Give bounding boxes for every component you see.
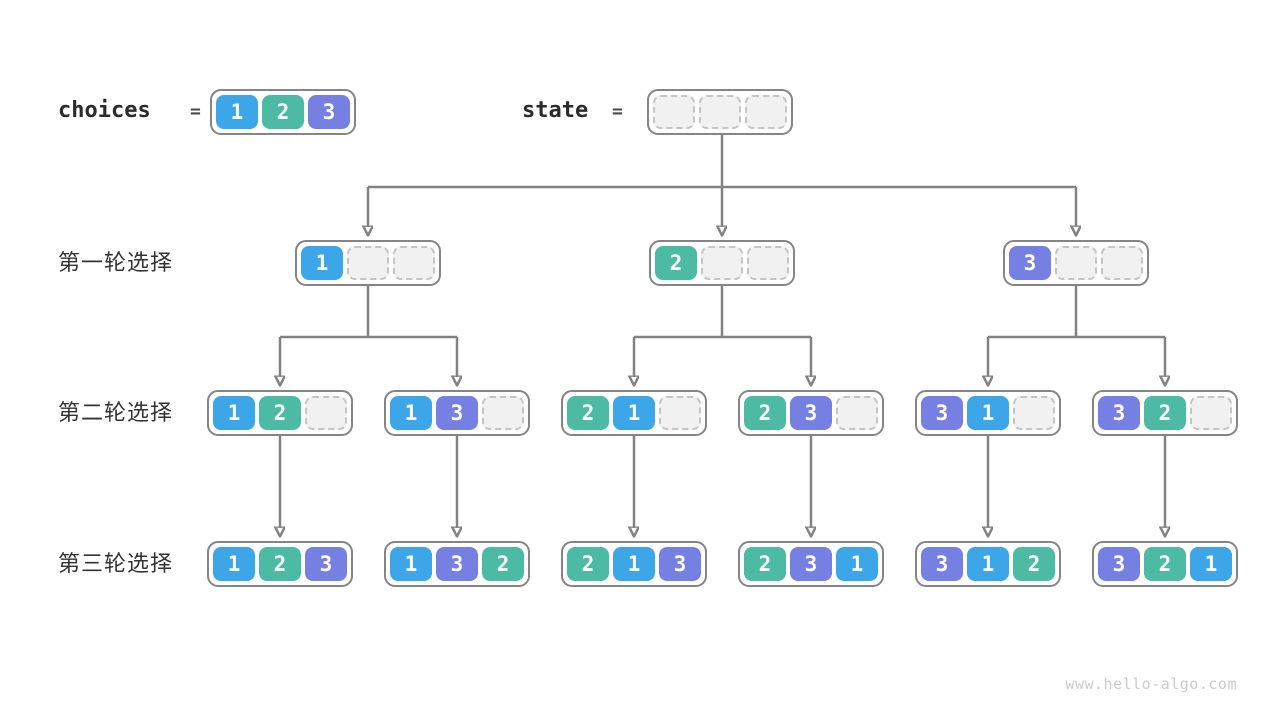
level-2-connectors [280, 286, 1165, 377]
array-cell-empty [1190, 396, 1232, 430]
array-cell-1: 1 [216, 95, 258, 129]
array-cell-empty [659, 396, 701, 430]
array-cell-1: 1 [967, 396, 1009, 430]
array-cell-1: 1 [613, 547, 655, 581]
array-cell-2: 2 [1144, 547, 1186, 581]
array-cell-3: 3 [436, 547, 478, 581]
array-cell-empty [305, 396, 347, 430]
array-cell-3: 3 [1098, 396, 1140, 430]
watermark: www.hello-algo.com [1065, 675, 1237, 693]
array-cell-empty [1013, 396, 1055, 430]
array-cell-2: 2 [567, 547, 609, 581]
array-cell-1: 1 [390, 396, 432, 430]
array-cell-empty [482, 396, 524, 430]
array-cell-3: 3 [308, 95, 350, 129]
array-cell-2: 2 [1144, 396, 1186, 430]
array-cell-1: 1 [301, 246, 343, 280]
node-round1-1: 1 [295, 240, 441, 286]
array-cell-empty [1055, 246, 1097, 280]
array-cell-2: 2 [744, 547, 786, 581]
array-cell-1: 1 [1190, 547, 1232, 581]
state-array [647, 89, 793, 135]
array-cell-3: 3 [436, 396, 478, 430]
array-cell-3: 3 [790, 547, 832, 581]
array-cell-2: 2 [262, 95, 304, 129]
node-round1-2: 2 [649, 240, 795, 286]
array-cell-3: 3 [921, 547, 963, 581]
level-3-connectors [280, 436, 1165, 528]
array-cell-empty [653, 95, 695, 129]
array-cell-empty [745, 95, 787, 129]
choices-label: choices [58, 98, 151, 123]
array-cell-1: 1 [213, 396, 255, 430]
array-cell-2: 2 [1013, 547, 1055, 581]
state-label: state [522, 98, 589, 123]
array-cell-3: 3 [659, 547, 701, 581]
array-cell-1: 1 [390, 547, 432, 581]
array-cell-1: 1 [836, 547, 878, 581]
array-cell-empty [836, 396, 878, 430]
row-label-round-3: 第三轮选择 [58, 551, 174, 576]
row-label-round-2: 第二轮选择 [58, 400, 174, 425]
array-cell-1: 1 [967, 547, 1009, 581]
array-cell-empty [701, 246, 743, 280]
array-cell-empty [699, 95, 741, 129]
row-label-round-1: 第一轮选择 [58, 250, 174, 275]
array-cell-2: 2 [259, 547, 301, 581]
array-cell-2: 2 [655, 246, 697, 280]
level-1-connectors [368, 134, 1076, 227]
array-cell-1: 1 [213, 547, 255, 581]
array-cell-empty [747, 246, 789, 280]
array-cell-empty [1101, 246, 1143, 280]
array-cell-3: 3 [921, 396, 963, 430]
array-cell-empty [347, 246, 389, 280]
array-cell-2: 2 [259, 396, 301, 430]
array-cell-2: 2 [482, 547, 524, 581]
state-equals-sign: = [612, 101, 623, 122]
array-cell-2: 2 [744, 396, 786, 430]
array-cell-empty [393, 246, 435, 280]
array-cell-2: 2 [567, 396, 609, 430]
array-cell-1: 1 [613, 396, 655, 430]
array-cell-3: 3 [1009, 246, 1051, 280]
array-cell-3: 3 [305, 547, 347, 581]
node-round1-3: 3 [1003, 240, 1149, 286]
choices-equals-sign: = [190, 101, 201, 122]
array-cell-3: 3 [790, 396, 832, 430]
array-cell-3: 3 [1098, 547, 1140, 581]
